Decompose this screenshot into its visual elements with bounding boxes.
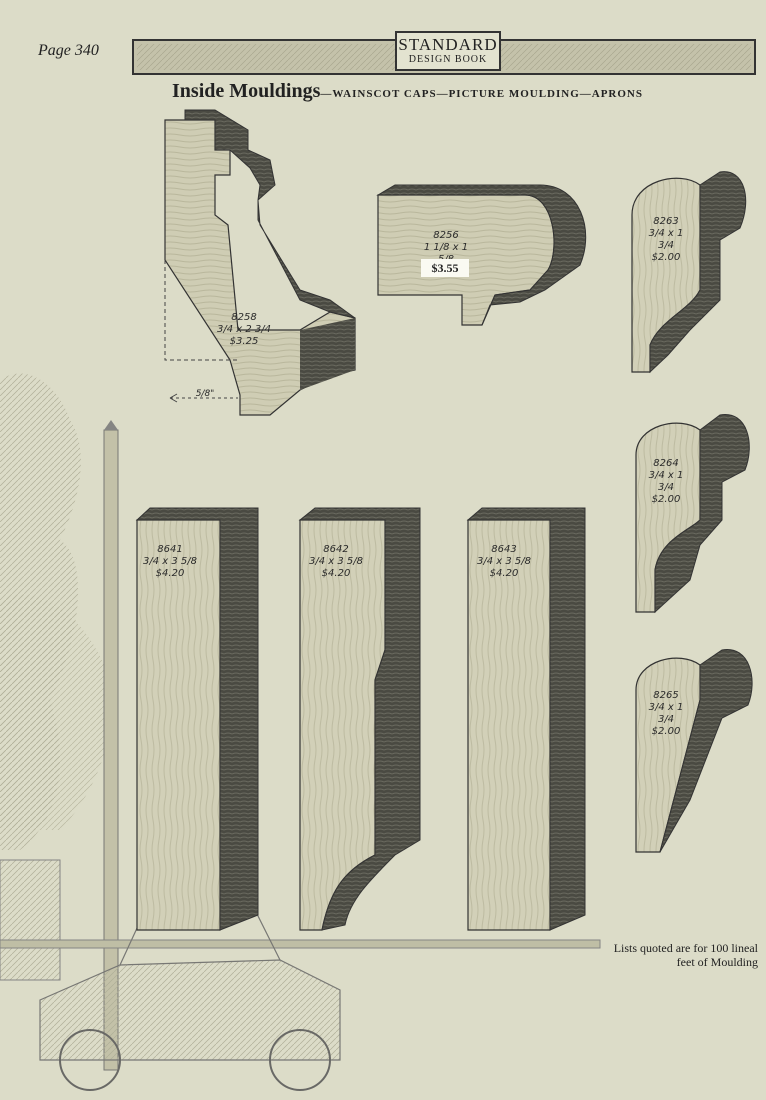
moulding-label-8264: 8264 3/4 x 1 3/4 $2.00 (640, 458, 692, 506)
moulding-size: 3/4 x 3 5/8 (142, 556, 197, 567)
moulding-number: 8258 (231, 312, 257, 323)
page-number: Page 340 (38, 42, 99, 59)
moulding-8643-drawing (466, 507, 586, 931)
background-sketch (0, 373, 601, 1091)
pricing-footnote: Lists quoted are for 100 lineal feet of … (613, 941, 758, 969)
moulding-price: $4.20 (155, 568, 185, 579)
moulding-number: 8643 (491, 544, 517, 555)
moulding-size: 3/4 x 3 5/8 (476, 556, 531, 567)
moulding-8258-drawing (164, 109, 356, 416)
heading-main: Inside Mouldings (172, 80, 321, 102)
moulding-price-8256: $3.55 (421, 259, 469, 277)
moulding-8265-drawing (635, 649, 753, 853)
moulding-size: 3/4 x 1 3/4 (648, 228, 684, 251)
moulding-number: 8265 (653, 690, 679, 701)
moulding-size: 3/4 x 3 5/8 (308, 556, 363, 567)
moulding-size: 3/4 x 1 3/4 (648, 470, 684, 493)
moulding-label-8263: 8263 3/4 x 1 3/4 $2.00 (640, 216, 692, 264)
moulding-price: $4.20 (489, 568, 519, 579)
moulding-number: 8263 (653, 216, 679, 227)
moulding-8263-drawing (631, 171, 747, 374)
moulding-number: 8642 (323, 544, 349, 555)
moulding-price: $2.00 (651, 726, 681, 737)
moulding-number: 8256 (433, 230, 459, 241)
moulding-label-8642: 8642 3/4 x 3 5/8 $4.20 (306, 544, 366, 580)
moulding-label-8643: 8643 3/4 x 3 5/8 $4.20 (474, 544, 534, 580)
dimension-note: 5/8" (195, 389, 215, 399)
heading-sub: —WAINSCOT CAPS—PICTURE MOULDING—APRONS (320, 88, 643, 100)
moulding-label-8265: 8265 3/4 x 1 3/4 $2.00 (640, 690, 692, 738)
moulding-label-8258: 8258 3/4 x 2 3/4 $3.25 (216, 312, 272, 348)
moulding-price: $2.00 (651, 252, 681, 263)
standard-design-book-logo: STANDARD DESIGN BOOK (395, 31, 501, 71)
moulding-8264-drawing (635, 414, 750, 614)
logo-line-1: STANDARD (398, 35, 498, 54)
moulding-label-8641: 8641 3/4 x 3 5/8 $4.20 (140, 544, 200, 580)
moulding-price: $3.25 (229, 336, 259, 347)
moulding-8256-drawing (376, 184, 587, 326)
logo-line-2: DESIGN BOOK (408, 54, 488, 65)
moulding-price: $2.00 (651, 494, 681, 505)
moulding-8642-drawing (298, 507, 421, 931)
moulding-8641-drawing (135, 507, 259, 931)
moulding-price: $4.20 (321, 568, 351, 579)
page-heading: Inside Mouldings—WAINSCOT CAPS—PICTURE M… (172, 80, 643, 103)
moulding-size: 3/4 x 1 3/4 (648, 702, 684, 725)
moulding-number: 8641 (157, 544, 183, 555)
moulding-size: 3/4 x 2 3/4 (216, 324, 271, 335)
moulding-number: 8264 (653, 458, 679, 469)
